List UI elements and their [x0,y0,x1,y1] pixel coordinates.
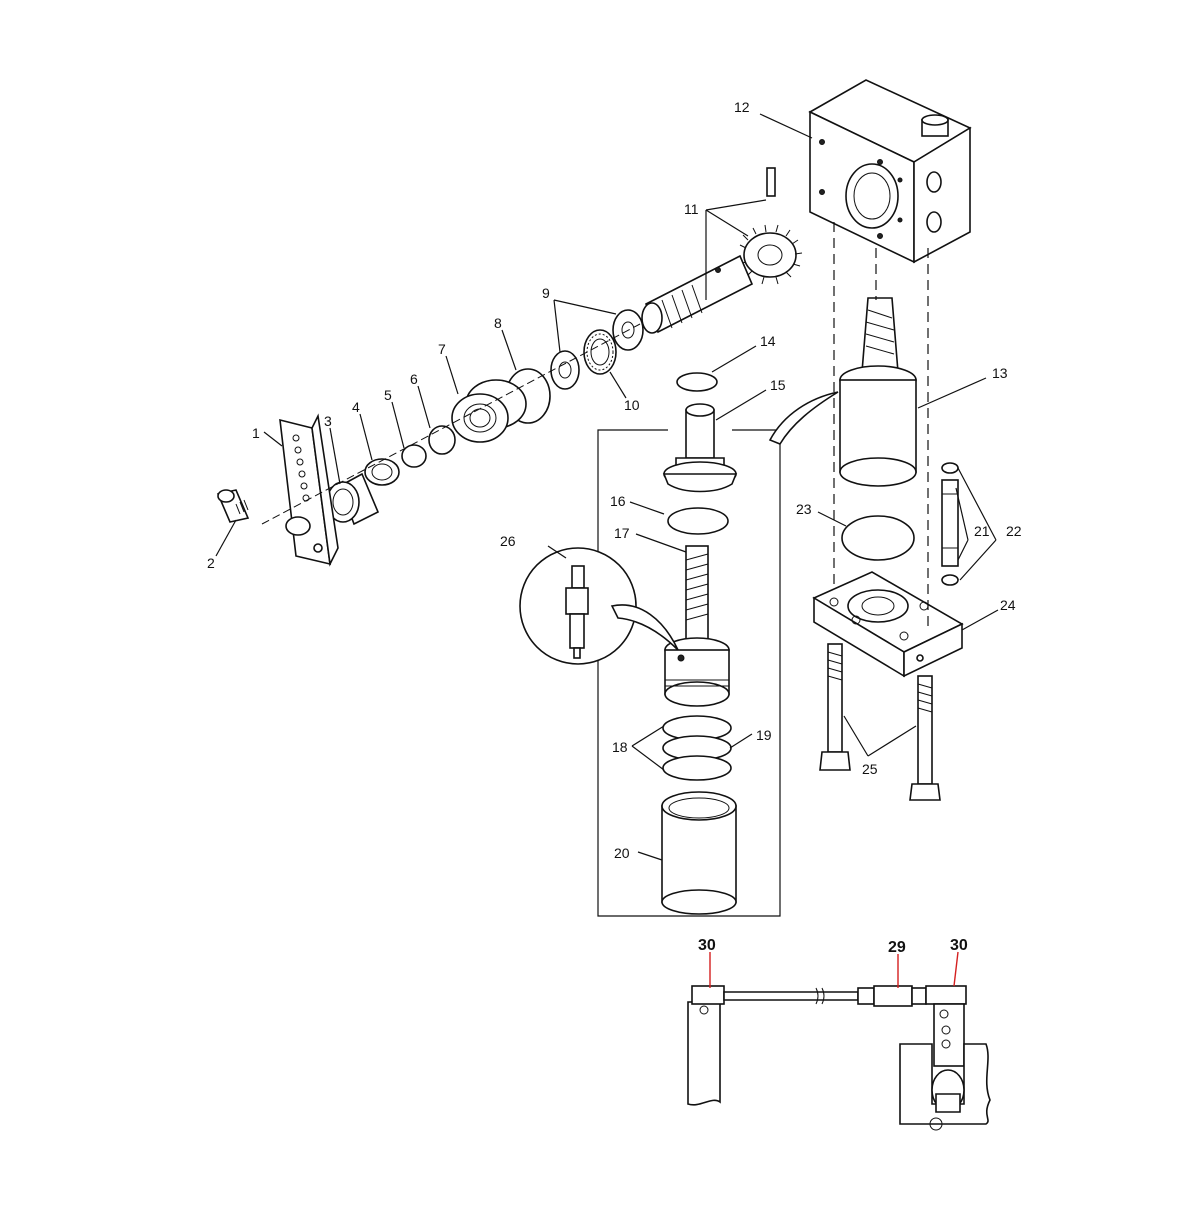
callout-labels: 1 2 3 4 5 6 7 8 9 10 11 12 13 14 15 16 1… [207,99,1022,861]
gland-nut [451,379,527,443]
upper-sleeve [662,403,738,493]
lever-arm [279,413,339,567]
inset-callout-29: 29 [888,939,906,956]
callout-1: 1 [252,425,260,441]
callout-16: 16 [610,493,626,509]
callout-6: 6 [410,371,418,387]
callout-14: 14 [760,333,776,349]
seal-ring-18b [662,755,732,781]
inset-callout-30-right: 30 [950,937,968,954]
indicator-arrow [768,391,839,445]
cylinder-barrel [661,791,737,915]
valve-detail-view [519,547,679,665]
callout-4: 4 [352,399,360,415]
callout-3: 3 [324,413,332,429]
callout-12: 12 [734,99,750,115]
callout-2: 2 [207,555,215,571]
housing-block [808,79,972,264]
callout-8: 8 [494,315,502,331]
callout-23: 23 [796,501,812,517]
callout-25: 25 [862,761,878,777]
callout-9: 9 [542,285,550,301]
callout-15: 15 [770,377,786,393]
thrust-bearing-set [550,309,644,390]
inset-callout-30-left: 30 [698,937,716,954]
callout-19: 19 [756,727,772,743]
callout-17: 17 [614,525,630,541]
callout-21: 21 [974,523,990,539]
o-ring-14 [676,372,718,392]
linkage-inset: 30 29 30 [687,937,991,1131]
tie-bolts [819,643,941,801]
gear-shaft-assembly [641,167,803,334]
callout-26: 26 [500,533,516,549]
callout-24: 24 [1000,597,1016,613]
bushing-3 [326,472,380,526]
callout-13: 13 [992,365,1008,381]
cap-screw [216,489,250,523]
callout-18: 18 [612,739,628,755]
check-valve [941,462,959,586]
callout-11: 11 [684,201,699,217]
seal-6 [428,425,456,455]
rack-piston [664,545,730,707]
callout-5: 5 [384,387,392,403]
leader-lines [215,113,999,861]
base-plate [812,571,964,678]
o-ring-23 [841,515,915,561]
seal-4 [364,458,400,486]
o-ring-16 [667,507,729,535]
callout-20: 20 [614,845,630,861]
piston-cylinder-assembly [839,297,917,487]
subassembly-frame [597,429,781,917]
callout-22: 22 [1006,523,1022,539]
o-ring-5 [401,444,427,468]
callout-10: 10 [624,397,640,413]
callout-7: 7 [438,341,446,357]
